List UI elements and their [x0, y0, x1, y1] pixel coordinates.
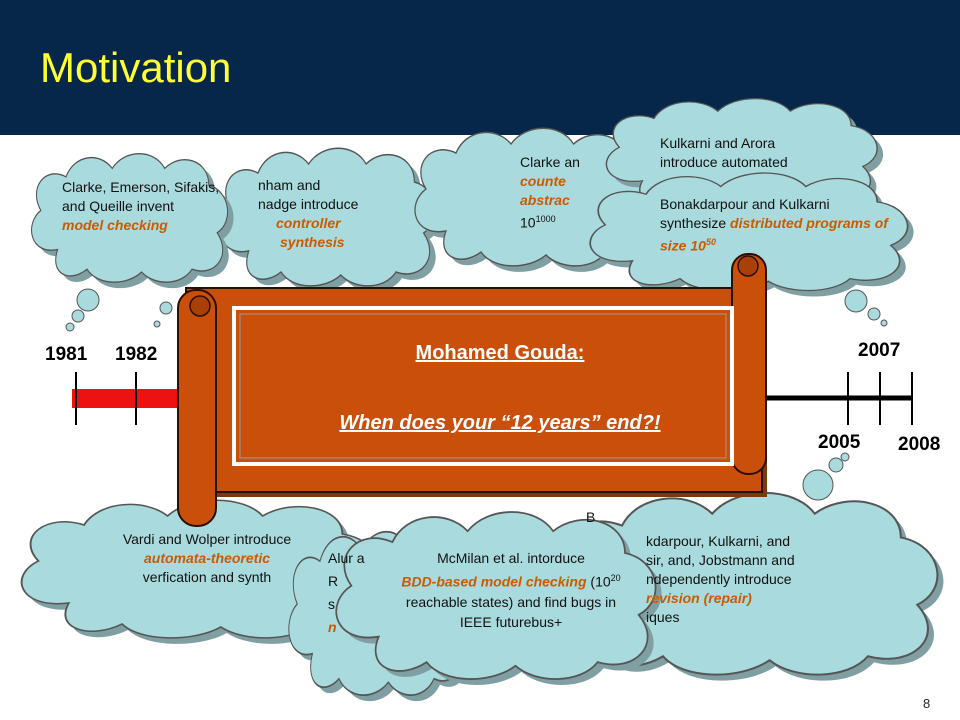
page-number: 8: [923, 696, 931, 711]
cloud-text-bonakdarpour-kulkarni: Bonakdarpour and Kulkarni synthesize dis…: [660, 196, 888, 254]
cloud-text-vardi-wolper: Vardi and Wolper introduce automata-theo…: [122, 531, 292, 585]
cloud-text-b-initial: B: [586, 509, 596, 525]
cloud-text-mcmilan: McMilan et al. intorduce BDD-based model…: [401, 550, 621, 630]
cloud-text-alur: Alur a R s n: [328, 550, 365, 635]
scroll-question: When does your “12 years” end?!: [339, 412, 661, 434]
cloud-text-bonakdarpour-jobstmann: kdarpour, Kulkarni, and sir, and, Jobstm…: [646, 533, 795, 625]
scroll-banner: [177, 253, 767, 527]
cloud-text-clarke-cegar: Clarke an counte abstrac 101000: [520, 154, 580, 231]
cloud-text-kulkarni-arora: Kulkarni and Arora introduce automated: [660, 135, 788, 170]
slide-title: Motivation: [40, 44, 232, 91]
year-1981: 1981: [45, 344, 88, 365]
cloud-text-clarke-emerson: Clarke, Emerson, Sifakis, and Queille in…: [62, 179, 220, 233]
year-2007: 2007: [858, 340, 901, 361]
thought-bubbles: [65, 288, 888, 501]
year-2005: 2005: [818, 432, 861, 453]
year-1982: 1982: [115, 344, 158, 365]
year-2008: 2008: [898, 434, 941, 455]
scroll-name: Mohamed Gouda:: [415, 342, 585, 364]
cloud-text-emerson-clarke: nham and nadge introduce controller synt…: [258, 177, 359, 250]
timeline-red-bar: [72, 389, 192, 408]
